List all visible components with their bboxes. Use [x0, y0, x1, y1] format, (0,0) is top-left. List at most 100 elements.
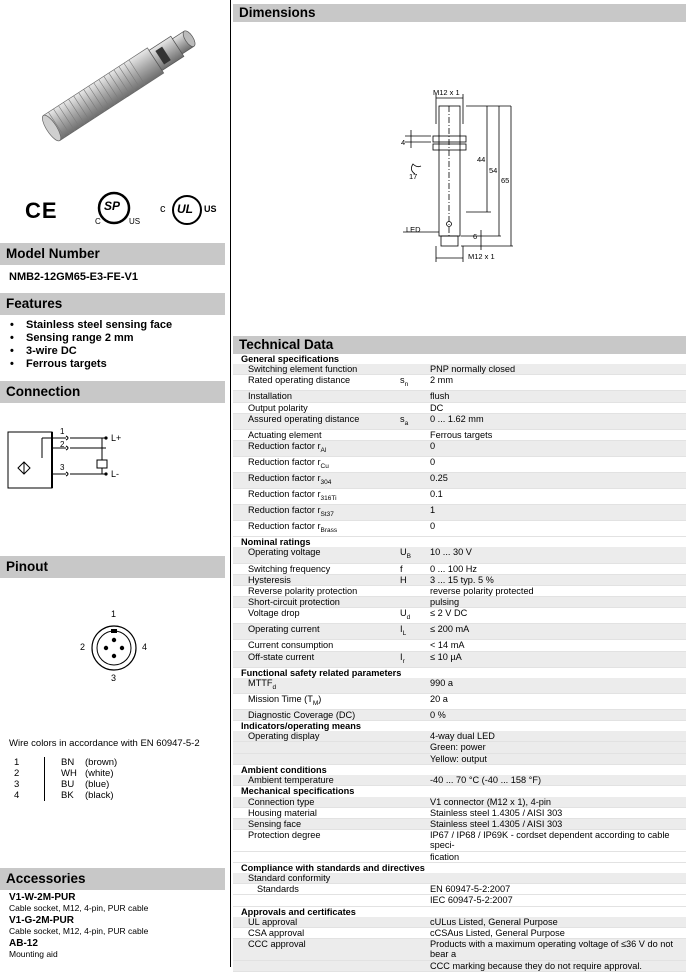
spec-value: fication	[430, 851, 686, 863]
spec-row: Mission Time (TM)20 a	[233, 693, 686, 710]
dim-m12-bottom: M12 x 1	[468, 252, 495, 261]
spec-symbol	[400, 402, 430, 414]
group-title: Approvals and certificates	[241, 906, 356, 917]
spec-value: Green: power	[430, 741, 686, 754]
ce-mark: CE	[25, 198, 58, 223]
spec-param: Protection degree	[233, 829, 400, 852]
spec-row: CCC marking because they do not require …	[233, 960, 686, 972]
spec-value: IEC 60947-5-2:2007	[430, 894, 686, 907]
connection-diagram	[7, 431, 108, 489]
model-number: NMB2-12GM65-E3-FE-V1	[9, 271, 138, 283]
spec-param	[233, 960, 400, 972]
spec-param: CSA approval	[233, 927, 400, 940]
group-header: Functional safety related parameters	[233, 667, 686, 678]
spec-param: Standard conformity	[233, 872, 400, 885]
spec-value: V1 connector (M12 x 1), 4-pin	[430, 796, 686, 808]
column-divider	[230, 0, 231, 967]
spec-value: 2 mm	[430, 374, 686, 392]
ul-mark-us: US	[204, 204, 217, 214]
pinout-heading: Pinout	[0, 556, 225, 578]
spec-param: Mission Time (TM)	[233, 693, 400, 710]
ul-mark-c: c	[160, 203, 166, 215]
dimension-drawing	[403, 94, 513, 262]
spec-param: Connection type	[233, 796, 400, 808]
group-title: General specifications	[241, 354, 340, 364]
spec-symbol	[400, 364, 430, 376]
spec-param: Reverse polarity protection	[233, 585, 400, 598]
spec-symbol	[400, 520, 430, 538]
spec-param: CCC approval	[233, 938, 400, 961]
csa-mark	[97, 191, 131, 225]
spec-symbol	[400, 775, 430, 787]
spec-param	[233, 741, 400, 754]
spec-param: Reduction factor rSt37	[233, 504, 400, 522]
spec-symbol	[400, 488, 430, 506]
spec-symbol: Ud	[400, 607, 430, 625]
spec-value: 990 a	[430, 677, 686, 694]
spec-value: cCSAus Listed, General Purpose	[430, 927, 686, 940]
spec-param: Assured operating distance	[233, 413, 400, 430]
spec-value: Ferrous targets	[430, 429, 686, 442]
pin-2-label: 2	[60, 440, 65, 449]
spec-symbol	[400, 429, 430, 442]
accessories-heading: Accessories	[0, 868, 225, 890]
accessory-name: V1-W-2M-PUR	[9, 892, 76, 903]
dim-44: 44	[477, 155, 486, 164]
group-title: Ambient conditions	[241, 764, 327, 775]
dim-65: 65	[501, 176, 510, 185]
feature-item: 3-wire DC	[10, 345, 225, 357]
technical-data-heading: Technical Data	[233, 336, 686, 354]
accessory-desc: Mounting aid	[9, 949, 58, 959]
spec-param: Diagnostic Coverage (DC)	[233, 709, 400, 722]
spec-value: reverse polarity protected	[430, 585, 686, 598]
spec-param: Actuating element	[233, 429, 400, 442]
spec-param: Standards	[233, 883, 400, 896]
spec-symbol: IL	[400, 623, 430, 641]
spec-value: ≤ 10 µA	[430, 651, 686, 668]
dim-54: 54	[489, 166, 498, 175]
pinout-1: 1	[111, 609, 117, 619]
dim-4: 4	[401, 138, 406, 147]
spec-symbol	[400, 585, 430, 598]
group-header: General specifications	[233, 354, 686, 364]
features-list: Stainless steel sensing face Sensing ran…	[0, 319, 225, 370]
spec-param: Operating current	[233, 623, 400, 641]
spec-row: CSA approval cCSAus Listed, General Purpo…	[233, 927, 686, 940]
spec-param: Reduction factor rCu	[233, 456, 400, 474]
spec-row: Connection type V1 connector (M12 x 1), 4…	[233, 796, 686, 808]
group-header: Indicators/operating means	[233, 721, 686, 732]
spec-value: PNP normally closed	[430, 364, 686, 376]
spec-symbol	[400, 753, 430, 765]
spec-symbol	[400, 796, 430, 808]
spec-row: IEC 60947-5-2:2007	[233, 894, 686, 907]
spec-param: Operating voltage	[233, 547, 400, 564]
spec-symbol	[400, 938, 430, 961]
spec-symbol	[400, 596, 430, 609]
spec-row: Diagnostic Coverage (DC)0 %	[233, 709, 686, 722]
csa-mark-us: US	[129, 217, 141, 226]
spec-symbol	[400, 960, 430, 972]
spec-param: UL approval	[233, 916, 400, 928]
spec-param: Switching frequency	[233, 563, 400, 575]
spec-value: 0	[430, 520, 686, 538]
spec-param: MTTFd	[233, 677, 400, 694]
group-title: Mechanical specifications	[241, 786, 355, 797]
dimensions-heading: Dimensions	[233, 4, 686, 22]
spec-symbol	[400, 894, 430, 907]
l-plus-label: L+	[111, 433, 122, 443]
pinout-4: 4	[142, 642, 148, 652]
spec-value: IP67 / IP68 / IP69K - cordset dependent …	[430, 829, 686, 852]
spec-param: Switching element function	[233, 364, 400, 376]
spec-row: Reverse polarity protection reverse polar…	[233, 585, 686, 598]
